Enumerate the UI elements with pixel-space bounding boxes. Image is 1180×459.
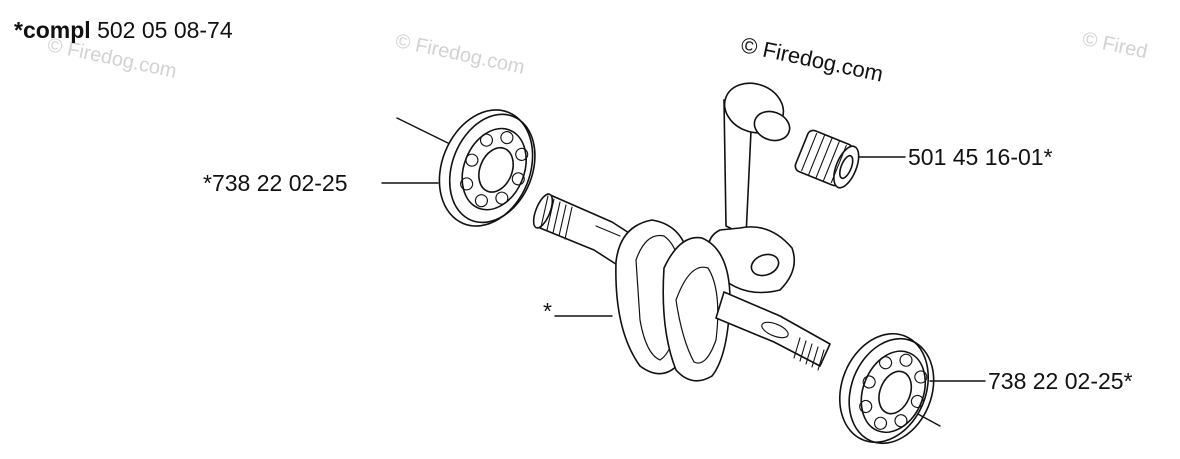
crank-web (615, 219, 731, 382)
callout-bearing-right: 738 22 02-25* (988, 368, 1133, 394)
kit-number: 502 05 08-74 (97, 17, 233, 43)
callout-needle-bearing: 501 45 16-01* (908, 144, 1053, 170)
needle-bearing (794, 129, 860, 189)
ball-bearing-right (838, 332, 935, 445)
callout-crankshaft: * (543, 298, 552, 324)
ball-bearing-left (438, 109, 536, 227)
kit-part-number: *compl 502 05 08-74 (14, 19, 233, 42)
callout-bearing-left: *738 22 02-25 (203, 170, 348, 196)
kit-prefix: *compl (14, 17, 91, 43)
crankshaft-left-journal (532, 193, 641, 269)
crankshaft-right-journal (715, 291, 831, 371)
connecting-rod (707, 82, 796, 294)
